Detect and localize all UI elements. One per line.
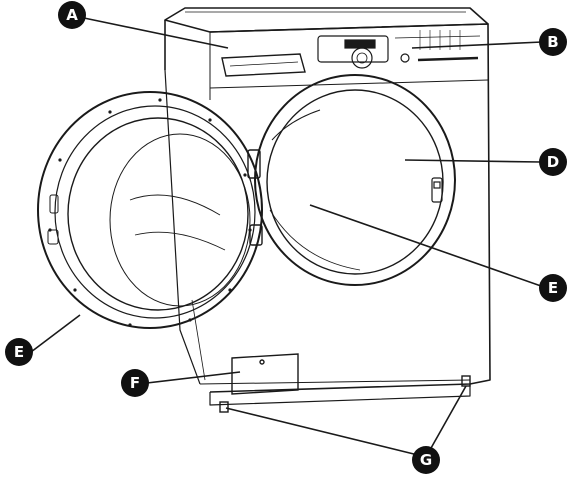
door-latch-receiver xyxy=(431,177,443,203)
washer-cabinet xyxy=(164,7,491,406)
callout-d: D xyxy=(539,148,567,176)
callout-b-label: B xyxy=(547,33,558,51)
callout-e-door: E xyxy=(5,338,33,366)
callout-d-label: D xyxy=(547,153,559,171)
callout-g-label: G xyxy=(420,451,432,469)
detergent-dispenser xyxy=(221,53,306,77)
open-door xyxy=(37,91,263,329)
callout-f-label: F xyxy=(130,374,140,392)
callout-e-door-label: E xyxy=(14,343,24,361)
callout-a: A xyxy=(58,1,86,29)
callout-f: F xyxy=(121,369,149,397)
leader-lines xyxy=(30,17,543,458)
callout-a-label: A xyxy=(66,6,78,24)
callout-b: B xyxy=(539,28,567,56)
callout-g: G xyxy=(412,446,440,474)
door-bolts xyxy=(48,98,252,327)
door-opening xyxy=(254,74,456,286)
callout-e-drum-label: E xyxy=(548,279,558,297)
filter-access-panel xyxy=(231,353,299,395)
callout-e-drum: E xyxy=(539,274,567,302)
control-panel xyxy=(317,30,481,69)
